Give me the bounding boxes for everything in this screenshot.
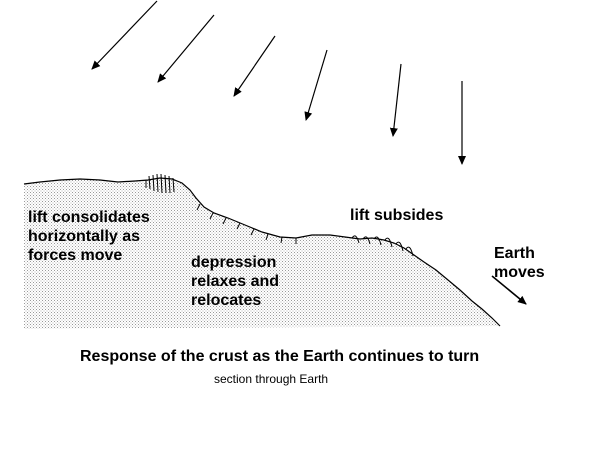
label-lift-subsides: lift subsides xyxy=(350,207,443,224)
subcaption: section through Earth xyxy=(214,372,328,386)
lift-ridge-marks xyxy=(145,173,175,194)
label-earth-moves: Earth moves xyxy=(494,245,545,281)
force-arrow-3 xyxy=(233,35,276,97)
crust-section xyxy=(24,178,500,329)
depression-ticks xyxy=(196,203,297,244)
subsiding-lift-marks xyxy=(351,235,414,257)
force-arrow-5 xyxy=(389,63,402,137)
force-arrow-1 xyxy=(91,0,158,70)
force-arrows xyxy=(91,0,466,165)
force-arrow-2 xyxy=(157,14,215,83)
label-lift-consolidates: lift consolidates horizontally as forces… xyxy=(28,209,154,264)
crust-surface-line xyxy=(23,177,501,327)
earth-moves-arrow xyxy=(491,275,527,305)
caption: Response of the crust as the Earth conti… xyxy=(80,348,479,365)
label-depression: depression relaxes and relocates xyxy=(191,254,284,309)
force-arrow-4 xyxy=(304,49,328,121)
